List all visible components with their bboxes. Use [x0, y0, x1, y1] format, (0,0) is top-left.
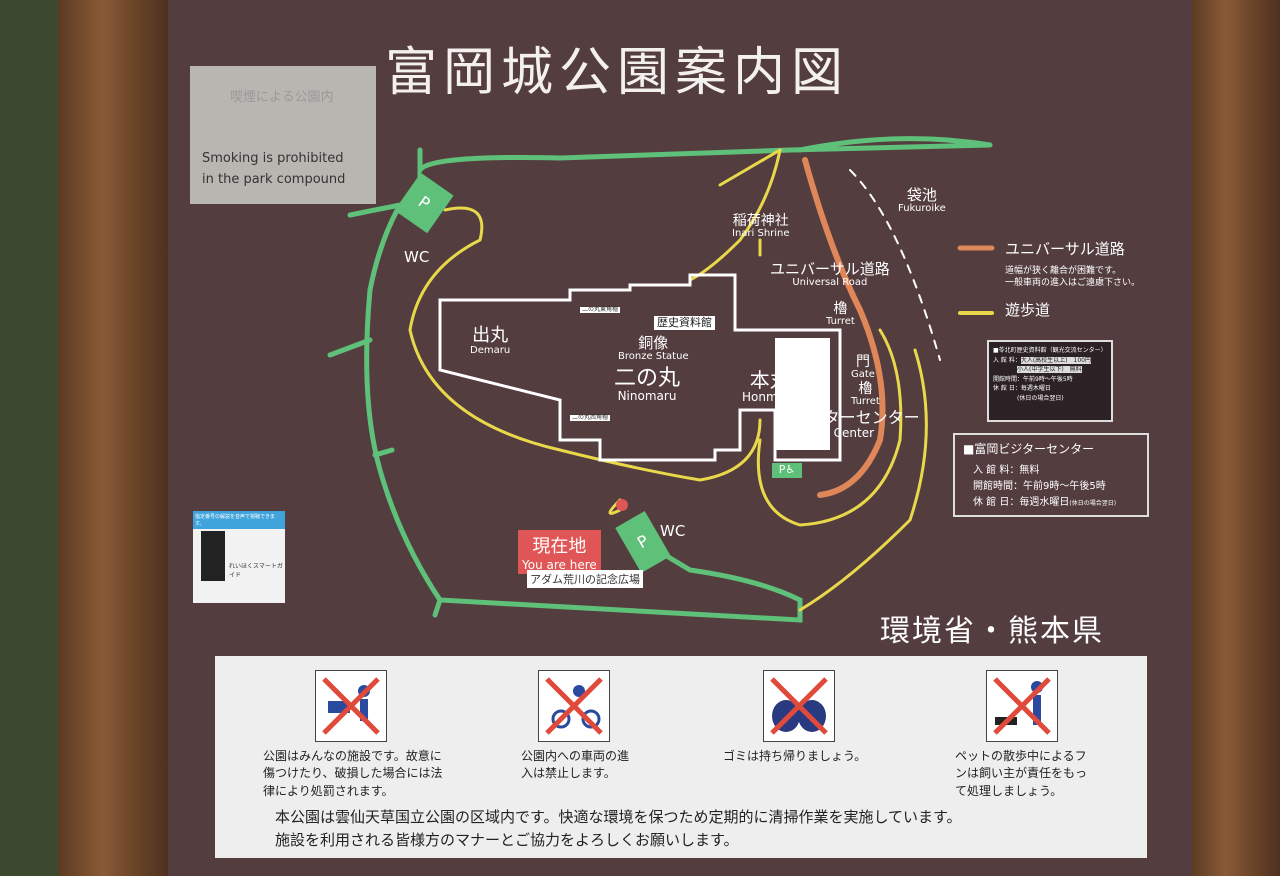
- parking-label: P: [633, 530, 652, 553]
- wc-south: WC: [660, 522, 686, 540]
- rule-text: ペットの散歩中によるフンは飼い主が責任をもって処理しましょう。: [955, 749, 1088, 798]
- smoking-en2: in the park compound: [202, 172, 346, 187]
- here-jp: 現在地: [532, 536, 587, 557]
- you-are-here-marker: 現在地 You are here: [518, 530, 601, 574]
- rule-text: ゴミは持ち帰りましょう。: [723, 749, 867, 763]
- no-vandalism-icon: [315, 670, 387, 742]
- legend: ユニバーサル道路 道幅が狭く離合が困難です。一般車両の進入はご遠慮下さい。 遊歩…: [1005, 238, 1140, 320]
- no-vehicles-icon: [538, 670, 610, 742]
- east-turret-label: 二の丸東角櫓: [580, 306, 621, 314]
- parking-label: P: [414, 192, 434, 214]
- legend-universal-note: 道幅が狭く離合が困難です。一般車両の進入はご遠慮下さい。: [1005, 266, 1141, 289]
- museum-label: 歴史資料館: [654, 316, 715, 330]
- qr-audio-guide-card: 指定番号の解説を音声で視聴できます。 れいほくスマートガイド: [193, 511, 285, 603]
- rule-text: 公園はみんなの施設です。故意に傷つけたり、破損した場合には法律により処罰されます…: [263, 749, 443, 798]
- wc-north: WC: [404, 248, 430, 266]
- museum-plate: ■苓北町歴史資料館（観光交流センター） 入 館 料：大人(高校生以上) 100円…: [987, 340, 1113, 422]
- wooden-post-left: [58, 0, 168, 876]
- map-title: 富岡城公園案内図: [385, 43, 850, 103]
- smoking-jp: 喫煙による公園内: [230, 90, 334, 105]
- smoking-sign: 喫煙による公園内 Smoking is prohibited in the pa…: [190, 66, 376, 204]
- castle-outline: [438, 273, 842, 462]
- authority-label: 環境省・熊本県: [880, 614, 1104, 649]
- rules-panel: 公園はみんなの施設です。故意に傷つけたり、破損した場合には法律により処罰されます…: [215, 656, 1147, 858]
- here-en: You are here: [522, 558, 597, 572]
- wooden-post-right: [1190, 0, 1280, 876]
- plaza-label: アダム荒川の記念広場: [527, 570, 643, 588]
- visitor-center-info: ■富岡ビジターセンター 入 館 料：無料 開館時間：午前9時～午後5時 休 館 …: [953, 433, 1149, 517]
- west-turret-label: 二の丸西角櫓: [570, 414, 611, 422]
- no-pet-waste-icon: [986, 670, 1058, 742]
- no-litter-icon: [763, 670, 835, 742]
- smoking-en1: Smoking is prohibited: [202, 151, 344, 166]
- legend-walk: 遊歩道: [1005, 301, 1051, 320]
- legend-universal: ユニバーサル道路: [1005, 240, 1125, 258]
- current-location-dot: [616, 499, 628, 511]
- qr-code: [201, 531, 225, 581]
- green-path: [327, 136, 993, 623]
- visitor-center-building: [775, 338, 830, 450]
- universal-road: [802, 157, 886, 498]
- rule-text: 公園内への車両の進入は禁止します。: [521, 749, 630, 781]
- accessible-parking: P♿: [772, 463, 802, 478]
- park-notice: 本公園は雲仙天草国立公園の区域内です。快適な環境を保つため定期的に清掃作業を実施…: [275, 808, 962, 849]
- walking-path: [408, 148, 928, 612]
